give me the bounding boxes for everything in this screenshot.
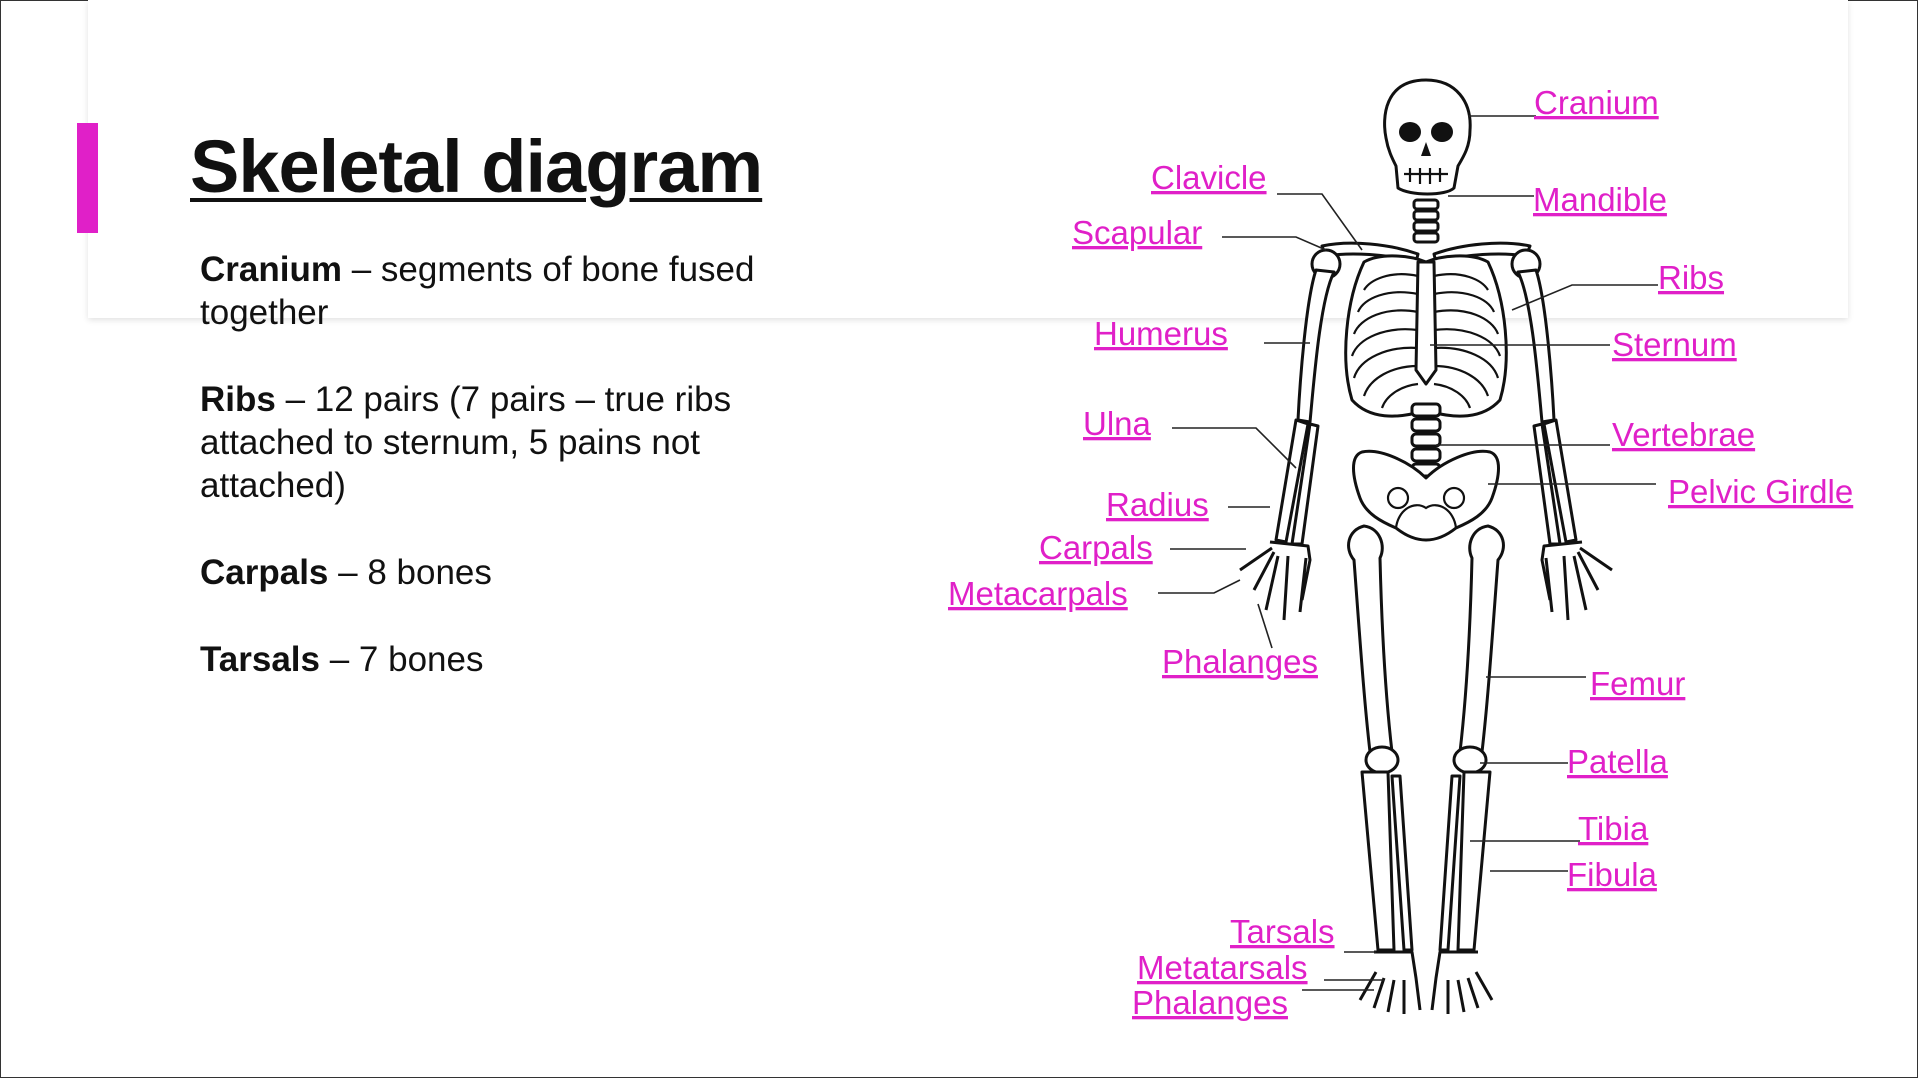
definition-term: Tarsals bbox=[200, 640, 320, 679]
definition-carpals: Carpals – 8 bones bbox=[200, 551, 840, 594]
label-tibia[interactable]: Tibia bbox=[1578, 810, 1649, 847]
definitions-list: Cranium – segments of bone fused togethe… bbox=[200, 248, 840, 725]
label-phalanges-foot[interactable]: Phalanges bbox=[1132, 984, 1288, 1021]
slide-title: Skeletal diagram bbox=[190, 125, 763, 208]
skull bbox=[1383, 78, 1472, 196]
cervical-vertebrae bbox=[1412, 198, 1440, 244]
label-pelvic-girdle[interactable]: Pelvic Girdle bbox=[1668, 473, 1853, 510]
hand-right bbox=[1540, 540, 1613, 621]
definition-term: Carpals bbox=[200, 553, 329, 592]
label-sternum[interactable]: Sternum bbox=[1612, 326, 1737, 363]
label-fibula[interactable]: Fibula bbox=[1567, 856, 1658, 893]
label-humerus[interactable]: Humerus bbox=[1094, 315, 1228, 352]
definition-ribs: Ribs – 12 pairs (7 pairs – true ribs att… bbox=[200, 378, 840, 507]
definition-text: – segments of bone fused together bbox=[200, 250, 755, 332]
leader-lines bbox=[1158, 115, 1658, 991]
label-femur[interactable]: Femur bbox=[1590, 665, 1685, 702]
humerus-right bbox=[1516, 268, 1556, 424]
foot-left bbox=[1358, 950, 1422, 1014]
label-cranium[interactable]: Cranium bbox=[1534, 84, 1659, 121]
label-scapular[interactable]: Scapular bbox=[1072, 214, 1202, 251]
definition-term: Cranium bbox=[200, 250, 342, 289]
label-ulna[interactable]: Ulna bbox=[1083, 405, 1152, 442]
femur-right bbox=[1458, 524, 1505, 754]
ribs-lines bbox=[1350, 273, 1502, 409]
skeleton-illustration bbox=[1239, 78, 1613, 1014]
title-card bbox=[88, 0, 1848, 318]
label-clavicle[interactable]: Clavicle bbox=[1151, 159, 1267, 196]
definition-tarsals: Tarsals – 7 bones bbox=[200, 638, 840, 681]
diagram-labels: Cranium Clavicle Mandible Scapular Ribs … bbox=[948, 84, 1853, 1021]
pelvis bbox=[1352, 449, 1500, 542]
definition-cranium: Cranium – segments of bone fused togethe… bbox=[200, 248, 840, 334]
definition-text: – 8 bones bbox=[328, 553, 492, 592]
label-tarsals[interactable]: Tarsals bbox=[1230, 913, 1335, 950]
sternum bbox=[1414, 260, 1438, 386]
lumbar-vertebrae bbox=[1410, 402, 1442, 478]
label-metatarsals[interactable]: Metatarsals bbox=[1137, 949, 1308, 986]
label-patella[interactable]: Patella bbox=[1567, 743, 1669, 780]
definition-text: – 7 bones bbox=[320, 640, 484, 679]
label-metacarpals[interactable]: Metacarpals bbox=[948, 575, 1128, 612]
foot-right bbox=[1430, 950, 1494, 1014]
label-mandible[interactable]: Mandible bbox=[1533, 181, 1667, 218]
humerus-left bbox=[1296, 268, 1336, 424]
definition-term: Ribs bbox=[200, 380, 276, 419]
femur-left bbox=[1347, 524, 1394, 754]
label-ribs[interactable]: Ribs bbox=[1658, 259, 1724, 296]
label-phalanges-hand[interactable]: Phalanges bbox=[1162, 643, 1318, 680]
definition-text: – 12 pairs (7 pairs – true ribs attached… bbox=[200, 380, 732, 505]
label-radius[interactable]: Radius bbox=[1106, 486, 1209, 523]
label-vertebrae[interactable]: Vertebrae bbox=[1612, 416, 1755, 453]
accent-bar bbox=[77, 123, 98, 233]
label-carpals[interactable]: Carpals bbox=[1039, 529, 1153, 566]
hand-left bbox=[1239, 540, 1312, 621]
